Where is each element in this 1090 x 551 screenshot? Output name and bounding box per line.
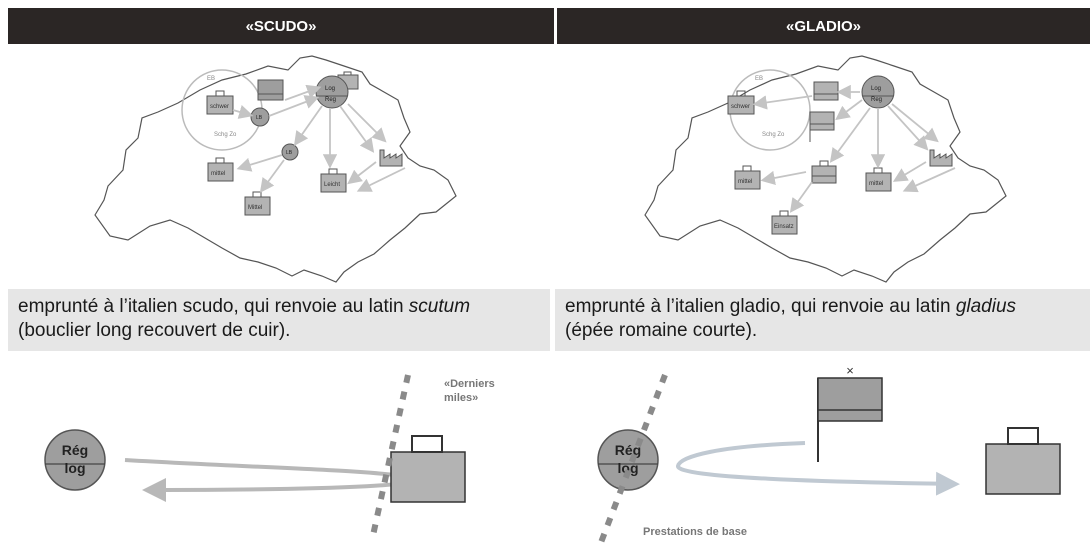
circle-reg-top-label-right: Log [871, 86, 881, 92]
reg-circle-top-label-right: Rég [615, 442, 641, 458]
box-mittel2-label-right: mittel [869, 181, 883, 187]
box-schwer: schwer [206, 90, 234, 115]
scudo-caption-gloss: (bouclier long recouvert de cuir). [18, 320, 291, 341]
derniers-miles-line1: «Derniers [444, 378, 495, 390]
gladio-caption-gloss: (épée romaine courte). [565, 320, 758, 341]
circle-reg-top-label: Log [325, 86, 335, 92]
ring-top-label: EB [207, 76, 215, 82]
scudo-diagram: Rég log «Derniers miles» [44, 374, 495, 541]
suitcase-left [390, 435, 466, 503]
scudo-map: EB Schg Zo schwer LB Log Reg mittel LB [94, 55, 457, 283]
reg-circle-bottom-label: log [65, 460, 86, 476]
box-mittel2-label: Mittel [248, 205, 262, 211]
derniers-miles-line2: miles» [444, 392, 478, 404]
box-schwer-right: schwer [727, 90, 755, 115]
dashed-divider-left [369, 374, 411, 541]
box-mittel: mittel [207, 157, 234, 182]
box-mittel2: Mittel [244, 191, 271, 216]
ring-bottom-label: Schg Zo [214, 132, 237, 138]
box-mittel-label: mittel [211, 171, 225, 177]
dashed-divider-right [597, 373, 668, 547]
loop-arrow-right [675, 441, 960, 496]
switzerland-outline [94, 55, 457, 283]
gladio-diagram: Rég log × Prestations de base [597, 363, 1061, 547]
flag-box-mid-right-map [809, 111, 835, 142]
scudo-header: «SCUDO» [8, 8, 554, 44]
box-schwer-label-right: schwer [731, 104, 750, 110]
suitcase-right [985, 427, 1061, 495]
reg-circle-bottom-label-right: log [618, 460, 639, 476]
gladio-caption-text: emprunté à l’italien gladio, qui renvoie… [565, 296, 956, 317]
gladio-header: «GLADIO» [557, 8, 1090, 44]
box-einsatz-label: Einsatz [774, 224, 794, 230]
box-flag-top [257, 79, 284, 101]
switzerland-outline-right [644, 55, 1007, 283]
circle-reg-bottom-label: Reg [325, 97, 336, 103]
box-leicht-label: Leicht [324, 182, 340, 188]
prestations-label: Prestations de base [643, 526, 747, 538]
reg-circle-top-label: Rég [62, 442, 88, 458]
box-leicht: Leicht [320, 168, 347, 193]
box-einsatz: Einsatz [771, 210, 798, 235]
gladio-caption: emprunté à l’italien gladio, qui renvoie… [555, 289, 1090, 351]
ring-bottom-label-right: Schg Zo [762, 132, 785, 138]
scudo-caption: emprunté à l’italien scudo, qui renvoie … [8, 289, 550, 351]
box-schwer-label: schwer [210, 104, 229, 110]
flag-box-top-right-map [813, 81, 839, 101]
gladio-map: EB Schg Zo schwer Log Reg mittel [644, 55, 1007, 283]
scudo-caption-latin: scutum [408, 296, 471, 317]
loop-arrow-left [124, 458, 417, 502]
ring-top-label-right: EB [755, 76, 763, 82]
circle-reg-bottom-label-right: Reg [871, 97, 882, 103]
factory-icon [379, 149, 403, 167]
factory-icon-right [929, 149, 953, 167]
flag-icon: × [817, 363, 883, 462]
circle-lb-label: LB [256, 115, 263, 121]
box-mittel-right: mittel [734, 165, 761, 190]
box-mittel2-right: mittel [865, 167, 892, 192]
flag-mark: × [846, 363, 854, 378]
box-center-right [811, 160, 837, 184]
box-mittel-label-right: mittel [738, 179, 752, 185]
gladio-caption-latin: gladius [955, 296, 1017, 317]
circle-lb2-label: LB [286, 150, 293, 156]
scudo-caption-text: emprunté à l’italien scudo, qui renvoie … [18, 296, 409, 317]
